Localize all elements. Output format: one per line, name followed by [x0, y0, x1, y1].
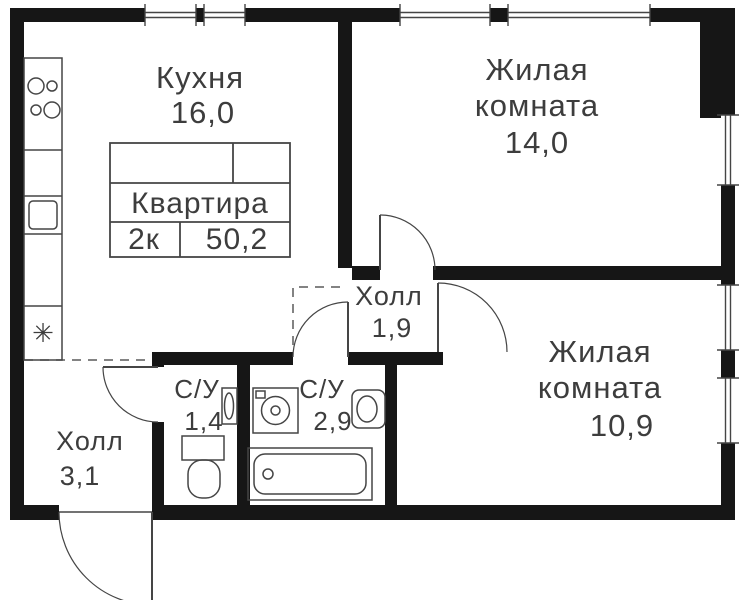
wall-right-pilaster — [700, 8, 721, 118]
wall-bath2-right — [385, 352, 397, 505]
wall-living-divider — [433, 266, 721, 280]
bath1-area: 1,4 — [184, 406, 223, 436]
window-living2-1 — [717, 284, 739, 351]
title-block: Квартира 2к 50,2 — [109, 142, 291, 258]
wall-bottom-2 — [152, 505, 735, 520]
kitchen-name: Кухня — [156, 60, 244, 95]
washing-machine-icon — [252, 387, 299, 434]
wall-top-mullion — [196, 8, 204, 22]
wall-right-3 — [721, 350, 735, 378]
room-label-living-1: Жилая комната 14,0 — [475, 52, 599, 160]
hall1-area: 1,9 — [372, 313, 413, 343]
window-kitchen-2 — [203, 4, 246, 26]
window-kitchen-1 — [144, 4, 197, 26]
living1-name-line2: комната — [475, 88, 599, 123]
window-living1-2 — [507, 4, 651, 26]
washbasin-small-icon — [221, 387, 238, 425]
wall-bath-divider — [237, 352, 250, 505]
door-bath-small — [102, 366, 159, 423]
door-bath-big — [292, 301, 349, 358]
wall-bath1-left-a — [152, 352, 164, 367]
wall-bottom-1 — [10, 505, 59, 520]
kitchen-sink-icon — [28, 200, 58, 230]
wall-bath1-left-b — [152, 422, 164, 505]
kitchen-counter — [23, 57, 63, 361]
hall1-name: Холл — [355, 281, 423, 311]
door-living2 — [437, 282, 508, 353]
living2-name-line1: Жилая — [548, 334, 651, 369]
window-living1-1 — [399, 4, 491, 26]
door-entrance — [58, 511, 153, 600]
bath1-name: С/У — [174, 374, 220, 404]
title-block-name: Квартира — [131, 187, 269, 220]
room-label-bath-big: С/У 2,9 — [299, 374, 352, 436]
wall-left — [10, 8, 24, 520]
kitchen-area: 16,0 — [171, 95, 235, 130]
bath2-name: С/У — [299, 374, 345, 404]
toilet-icon — [181, 435, 225, 499]
bath2-area: 2,9 — [313, 406, 352, 436]
hall2-area: 3,1 — [60, 461, 101, 491]
wall-hall-top-1 — [352, 266, 380, 280]
fixtures — [23, 57, 386, 501]
wall-top-3 — [490, 8, 508, 22]
wall-top-2 — [245, 8, 400, 22]
title-block-border — [109, 142, 291, 258]
windows — [59, 4, 739, 513]
fridge-icon: ✳ — [32, 318, 54, 348]
doors — [58, 214, 508, 600]
washbasin-big-icon — [351, 389, 386, 429]
room-label-bath-small: С/У 1,4 — [174, 374, 223, 436]
wall-kitchen-living — [338, 22, 352, 268]
title-block-total-area: 50,2 — [206, 223, 268, 256]
wall-right-1 — [721, 8, 735, 115]
hall2-name: Холл — [56, 426, 124, 456]
living1-area: 14,0 — [505, 125, 569, 160]
window-living1-side — [717, 114, 739, 186]
wall-bath-top-1 — [152, 352, 293, 365]
window-living2-2 — [717, 377, 739, 444]
bathtub-icon — [247, 447, 373, 501]
living2-area: 10,9 — [590, 408, 654, 443]
room-label-living-2: Жилая комната 10,9 — [538, 334, 662, 443]
walls — [10, 8, 735, 520]
living1-name-line1: Жилая — [485, 52, 588, 87]
room-label-kitchen: Кухня 16,0 — [156, 60, 244, 130]
wall-right-4 — [721, 443, 735, 520]
living2-name-line2: комната — [538, 370, 662, 405]
wall-right-2 — [721, 185, 735, 285]
room-labels: Кухня 16,0 Жилая комната 14,0 Жилая комн… — [56, 52, 662, 491]
room-label-hall-1: Холл 1,9 — [355, 281, 423, 343]
title-block-rooms-count: 2к — [128, 223, 160, 256]
wall-top-1 — [10, 8, 145, 22]
door-living1 — [379, 214, 436, 271]
stove-icon — [27, 77, 61, 119]
room-label-hall-2: Холл 3,1 — [56, 426, 124, 491]
